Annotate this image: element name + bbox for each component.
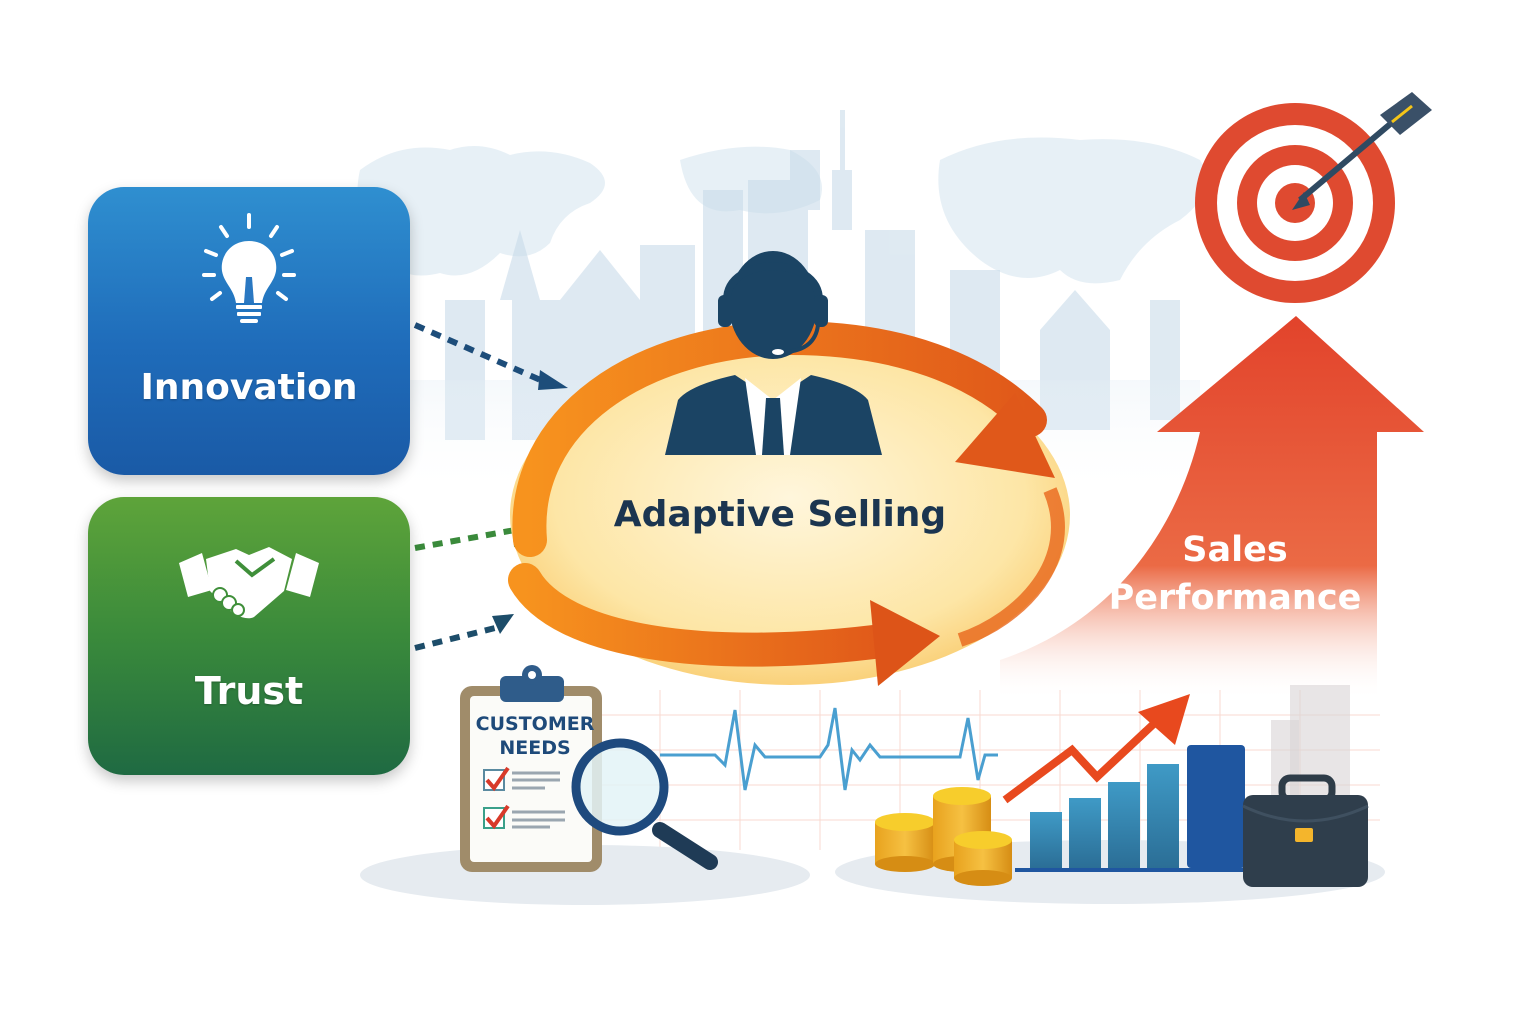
world-map-background	[357, 137, 1207, 284]
target-icon	[1195, 92, 1432, 303]
sales-performance-label: Sales Performance	[1100, 526, 1370, 622]
arrowhead-icon	[538, 370, 568, 390]
bar-5	[1187, 745, 1245, 868]
clipboard-icon	[460, 665, 602, 872]
customer-needs-label: CUSTOMER NEEDS	[470, 712, 600, 760]
connector-innovation-to-adaptive	[413, 322, 568, 390]
coins-icon	[875, 787, 1012, 886]
customer-needs-line1: CUSTOMER	[475, 713, 595, 735]
bar-3	[1108, 782, 1140, 868]
adaptive-selling-label: Adaptive Selling	[613, 494, 947, 535]
handshake-icon	[179, 547, 319, 619]
connector-trust-to-cycle	[414, 614, 514, 651]
trust-card: Trust	[88, 497, 410, 775]
bar-4	[1147, 764, 1179, 868]
briefcase-icon	[1242, 774, 1369, 887]
customer-needs-line2: NEEDS	[499, 737, 571, 759]
arrowhead-icon	[492, 614, 514, 634]
growth-arrowhead	[1138, 694, 1190, 745]
sales-label-line1: Sales	[1182, 530, 1288, 570]
cycle-arrowhead-bottom	[870, 600, 940, 686]
adaptive-selling-cycle	[508, 320, 1070, 686]
salesperson-headset-icon	[665, 251, 882, 455]
magnifier-icon	[571, 738, 718, 870]
bar-1	[1030, 812, 1062, 868]
heartbeat-line	[660, 707, 998, 791]
bar-2	[1069, 798, 1101, 868]
lightbulb-icon	[202, 213, 296, 323]
innovation-card: Innovation	[88, 187, 410, 475]
innovation-label: Innovation	[140, 367, 358, 408]
cycle-arrowhead-top	[955, 393, 1055, 478]
trust-label: Trust	[194, 669, 304, 713]
sales-label-line2: Performance	[1108, 578, 1362, 618]
sales-performance-arrow	[1000, 316, 1424, 700]
